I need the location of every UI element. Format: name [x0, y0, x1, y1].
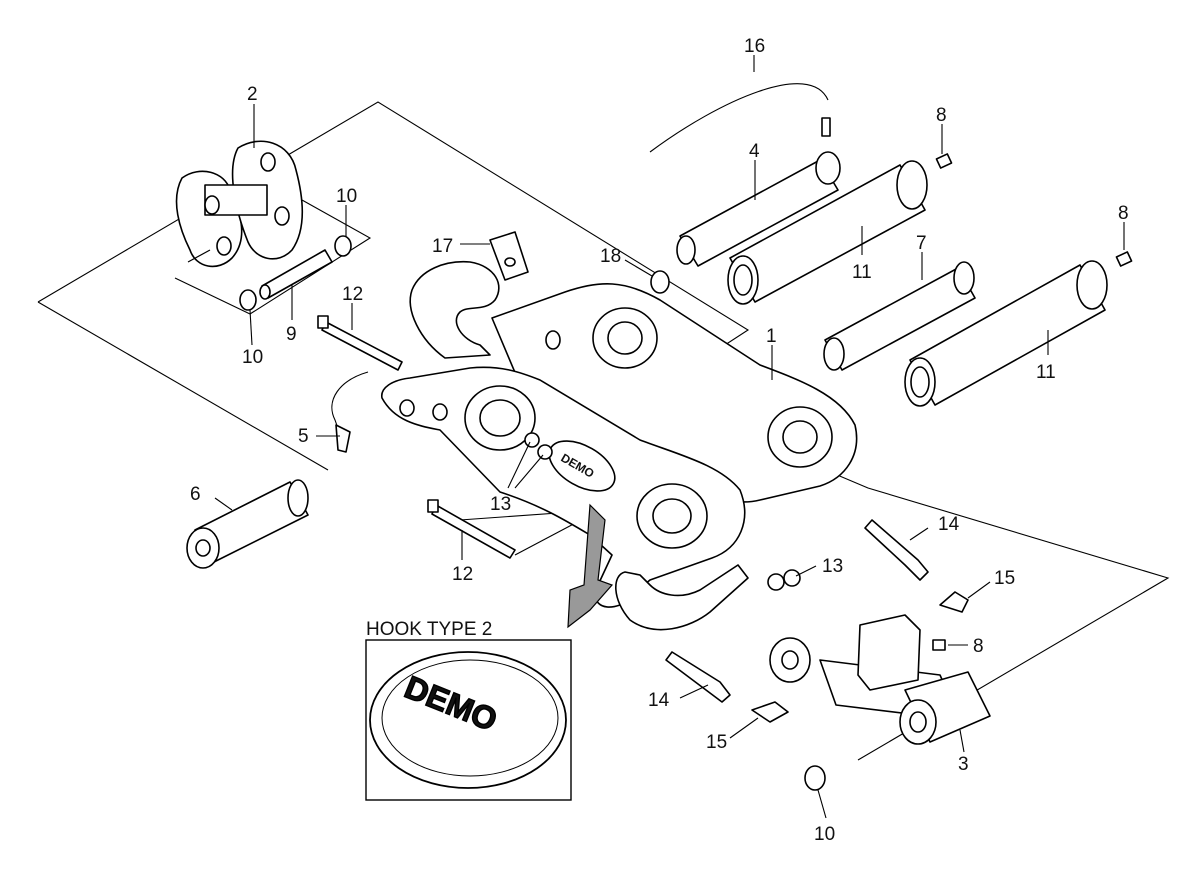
callout-5: 5 — [298, 426, 309, 447]
part-13-nuts-lower — [767, 569, 801, 591]
callout-12-lower: 12 — [452, 564, 473, 585]
part-10-rings-upper — [239, 235, 352, 311]
callout-18: 18 — [600, 246, 621, 267]
callout-17: 17 — [432, 236, 453, 257]
part-18-ring — [650, 270, 670, 294]
callout-4: 4 — [749, 141, 760, 162]
part-12-bolt-lower — [427, 499, 516, 559]
callout-6: 6 — [190, 484, 201, 505]
callouts: 16 2 8 8 4 10 17 18 11 7 12 9 10 1 11 5 … — [190, 36, 1129, 845]
callout-13-lower: 13 — [822, 556, 843, 577]
callout-14-upper: 14 — [938, 514, 960, 535]
part-2-bracket — [174, 140, 372, 315]
callout-10-bottom: 10 — [814, 824, 835, 845]
part-7-pin — [823, 261, 976, 371]
callout-3: 3 — [958, 754, 969, 775]
callout-9: 9 — [286, 324, 297, 345]
part-14-hose-upper — [864, 519, 929, 581]
part-10-ring-lower — [804, 765, 826, 791]
part-1-frame: DEMO — [381, 260, 858, 631]
callout-2: 2 — [247, 84, 258, 105]
callout-7: 7 — [916, 233, 927, 254]
callout-11-lower: 11 — [1036, 362, 1056, 383]
part-13-nuts-upper — [524, 432, 553, 460]
part-16-cable — [649, 83, 831, 153]
callout-8-top: 8 — [936, 105, 947, 126]
callout-10-upper: 10 — [336, 186, 357, 207]
part-9-pin — [259, 249, 333, 300]
callout-11-upper: 11 — [852, 262, 872, 283]
part-3-cylinder — [769, 614, 991, 745]
part-8-grease-nipple-lower — [932, 639, 946, 651]
part-11-pin-upper — [727, 160, 928, 305]
callout-1: 1 — [766, 326, 777, 347]
part-14-hose-lower — [665, 651, 731, 703]
part-15-elbow-lower — [751, 701, 789, 723]
part-12-bolt-upper — [317, 315, 403, 371]
part-11-pin-lower — [904, 260, 1108, 407]
part-8-grease-nipple-right — [1115, 251, 1133, 267]
callout-15-upper: 15 — [994, 568, 1015, 589]
part-4-pin — [676, 151, 841, 267]
part-5-lynch-pin — [331, 371, 369, 453]
part-6-pin — [186, 479, 309, 569]
part-17-clip — [489, 231, 529, 281]
callout-13-upper: 13 — [490, 494, 511, 515]
inset-title: HOOK TYPE 2 — [366, 619, 492, 640]
callout-8-right: 8 — [1118, 203, 1129, 224]
callout-10-left: 10 — [242, 347, 263, 368]
hook-type-2-inset: DEMO — [365, 639, 572, 801]
callout-8-lower: 8 — [973, 636, 984, 657]
part-15-elbow-upper — [939, 591, 969, 613]
part-8-grease-nipple-upper — [935, 153, 953, 169]
callout-15-lower: 15 — [706, 732, 727, 753]
leader-lines — [214, 55, 1125, 819]
callout-14-lower: 14 — [648, 690, 670, 711]
callout-12-upper: 12 — [342, 284, 363, 305]
magnify-arrow — [567, 503, 614, 629]
callout-16: 16 — [744, 36, 765, 57]
